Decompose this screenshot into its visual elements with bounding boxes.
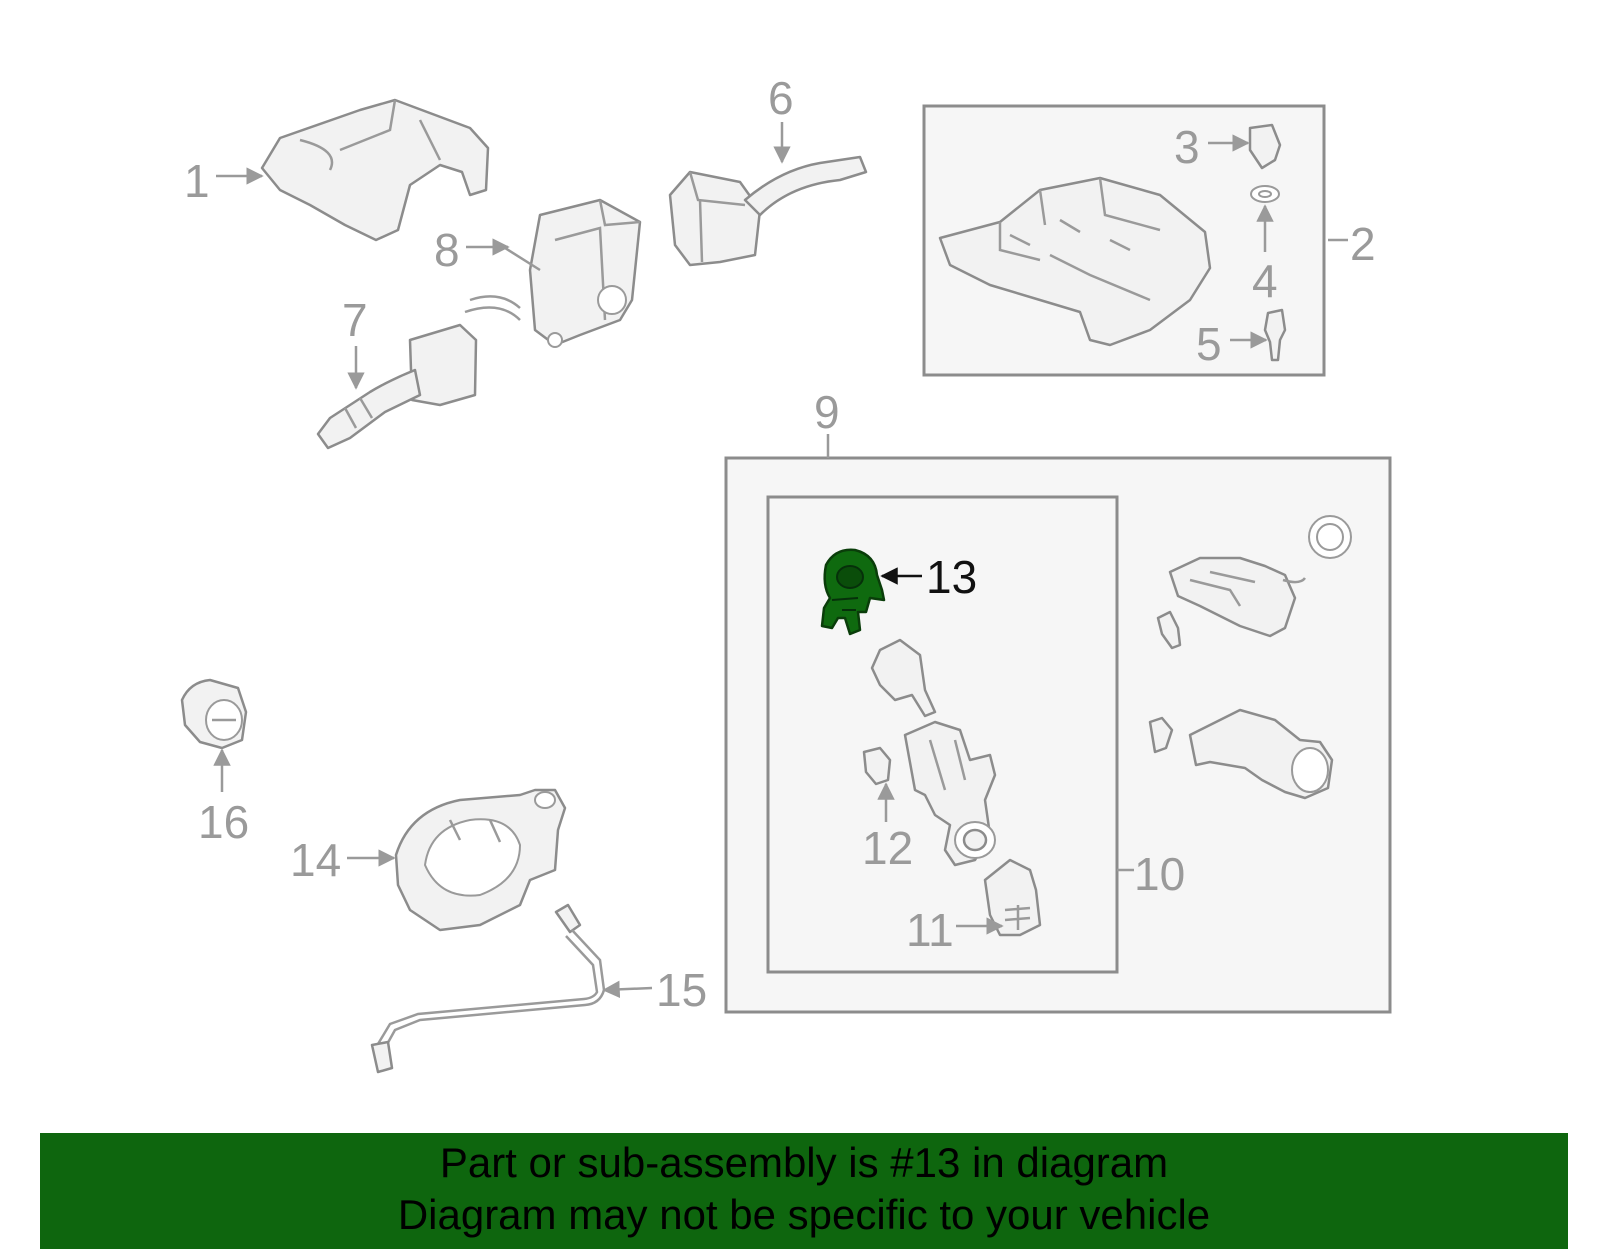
part-6-wiper-switch (668, 155, 868, 267)
callout-3: 3 (1174, 121, 1200, 173)
callout-6: 6 (768, 72, 794, 124)
part-16-lock-cap (180, 678, 248, 750)
part-14-clock-spring (394, 788, 567, 932)
part-2-lower-cover (938, 176, 1212, 347)
part-4-grommet (1250, 185, 1280, 203)
part-7-turn-switch (316, 323, 478, 450)
callout-14: 14 (290, 834, 341, 886)
callout-11: 11 (906, 904, 954, 956)
leader-15 (602, 980, 653, 999)
callout-7: 7 (342, 294, 368, 346)
callout-9: 9 (814, 386, 840, 438)
callout-5: 5 (1196, 318, 1222, 370)
part-3-clip (1248, 123, 1282, 170)
banner-line-part-number: Part or sub-assembly is #13 in diagram (439, 1139, 1169, 1186)
callout-8: 8 (434, 224, 460, 276)
part-15-sensor-wire (370, 903, 606, 1074)
part-13-highlighted (820, 548, 886, 636)
callout-10: 10 (1134, 848, 1185, 900)
callout-16: 16 (198, 796, 249, 848)
callout-1: 1 (184, 155, 210, 207)
part-8-switch-body (464, 198, 642, 348)
banner-line-disclaimer: Diagram may not be specific to your vehi… (397, 1191, 1211, 1238)
part-9-ignition-bracket (1156, 515, 1352, 650)
callout-12: 12 (862, 822, 913, 874)
callout-2: 2 (1350, 218, 1376, 270)
callout-13: 13 (926, 551, 977, 603)
part-12-pin (862, 746, 892, 786)
part-1-column-cover (260, 98, 490, 242)
callout-4: 4 (1252, 255, 1278, 307)
part-10-lock-housing (870, 638, 997, 867)
callout-15: 15 (656, 964, 707, 1016)
info-banner: Part or sub-assembly is #13 in diagram D… (40, 1133, 1568, 1249)
part-9-key-cylinder (1148, 708, 1334, 800)
